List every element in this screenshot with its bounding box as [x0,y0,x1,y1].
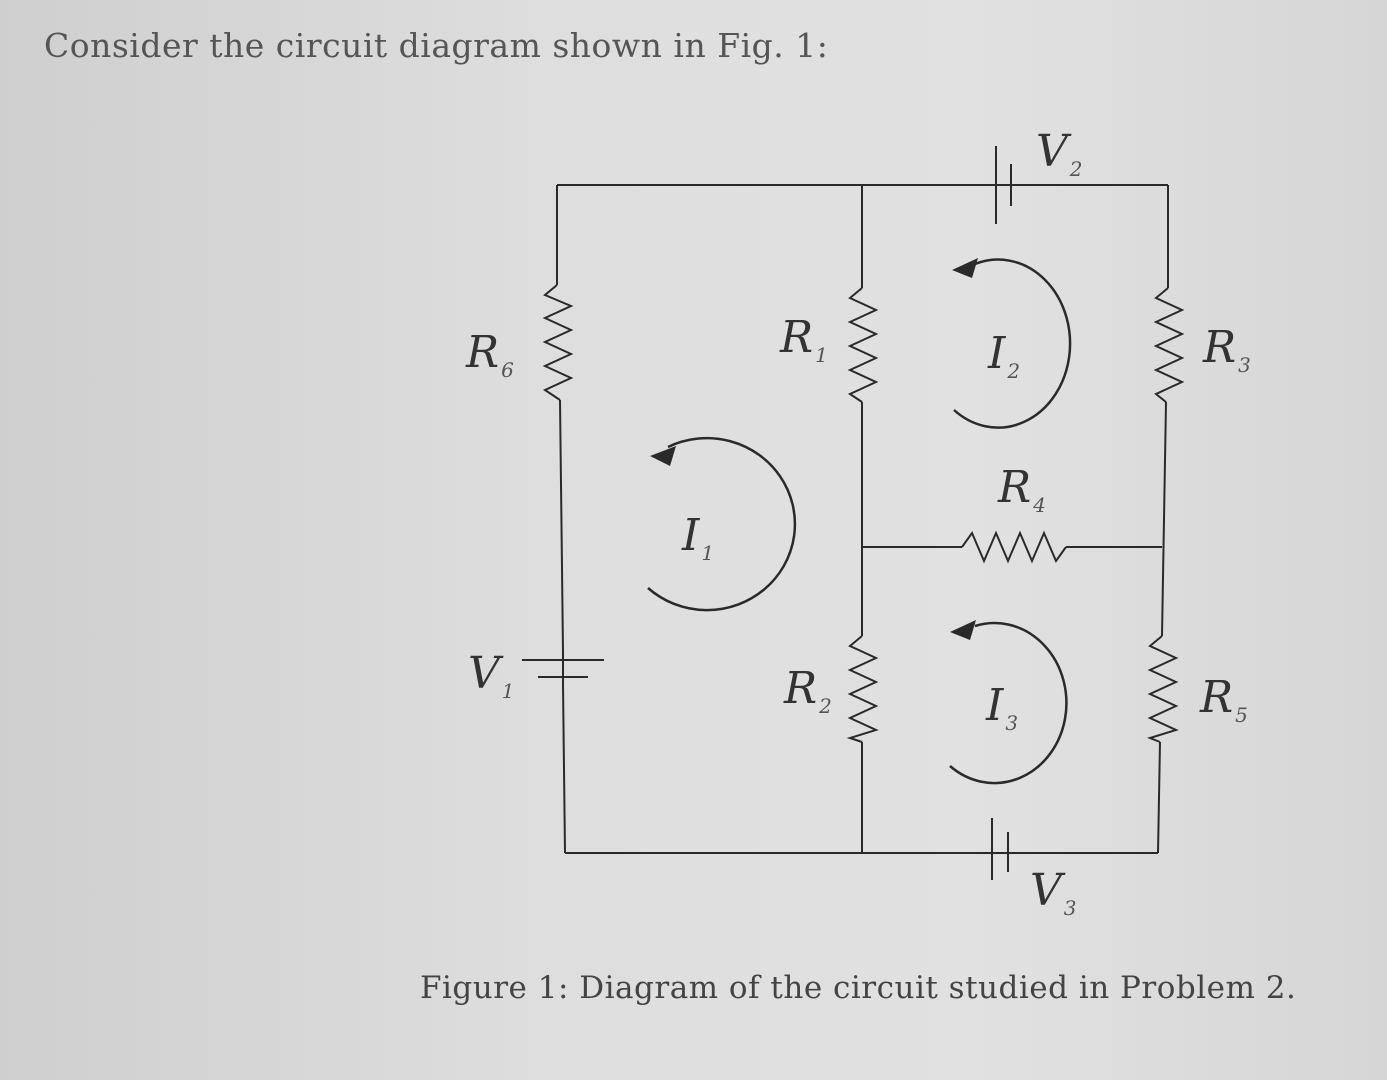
loop-current-i3-arrow [949,620,1068,785]
wire-right-lower [1157,741,1161,854]
loop-current-i2-arrow [952,258,1072,429]
battery-v3 [991,818,1009,880]
resistor-r6 [542,284,574,401]
wire-left-lower [562,684,566,854]
resistor-r2 [846,635,879,743]
figure-caption: Figure 1: Diagram of the circuit studied… [420,970,1297,1006]
battery-v1 [522,652,604,685]
resistor-r4 [961,530,1067,564]
loop-current-i1-arrow [647,436,797,612]
battery-v2 [995,146,1012,224]
resistor-r1 [847,287,879,403]
intro-text: Consider the circuit diagram shown in Fi… [44,26,829,65]
resistor-r5 [1146,635,1179,743]
resistor-r3 [1153,287,1185,403]
wire-right-center [1161,401,1167,637]
wire-left-mid [559,399,564,653]
